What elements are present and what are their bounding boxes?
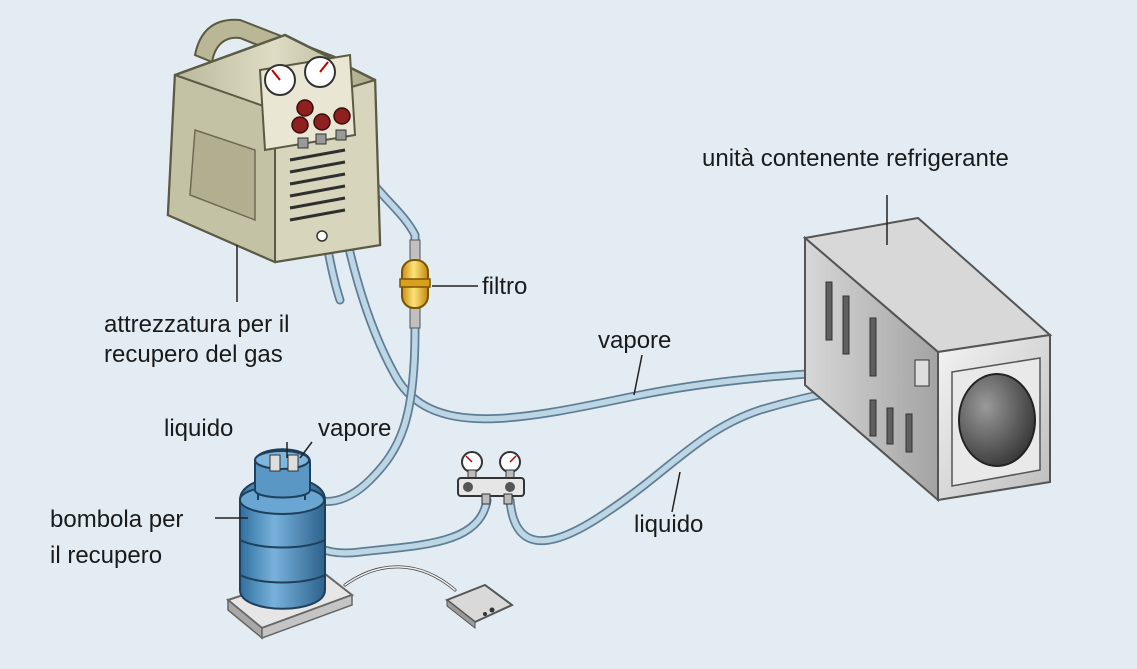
recovery-machine-icon <box>166 18 382 264</box>
recovery-cylinder-icon <box>239 448 326 610</box>
label-recovery-unit-line2: recupero del gas <box>104 341 283 368</box>
manifold-gauge-icon <box>457 451 525 505</box>
label-cylinder-vapor: vapore <box>318 415 391 442</box>
label-cylinder-line1: bombola per <box>50 506 183 533</box>
leader-lines <box>215 195 888 519</box>
weighing-display-icon <box>445 583 514 630</box>
label-liquid-hose: liquido <box>634 511 703 538</box>
pressure-gauge-icon <box>264 56 336 96</box>
label-recovery-unit-line1: attrezzatura per il <box>104 311 289 338</box>
label-filter: filtro <box>482 273 527 300</box>
filter-icon <box>399 239 431 329</box>
fan-icon <box>958 373 1036 467</box>
cabinet-louvers <box>825 281 913 453</box>
label-cylinder-liquid: liquido <box>164 415 233 442</box>
labels: attrezzatura per il recupero del gas fil… <box>50 145 1009 569</box>
valve-knobs <box>291 99 351 134</box>
machine-vent <box>289 148 346 222</box>
refrigerant-unit-icon <box>802 216 1053 503</box>
label-cylinder-line2: il recupero <box>50 542 162 569</box>
label-refrigerant-unit: unità contenente refrigerante <box>702 145 1009 172</box>
label-vapor-hose: vapore <box>598 327 671 354</box>
